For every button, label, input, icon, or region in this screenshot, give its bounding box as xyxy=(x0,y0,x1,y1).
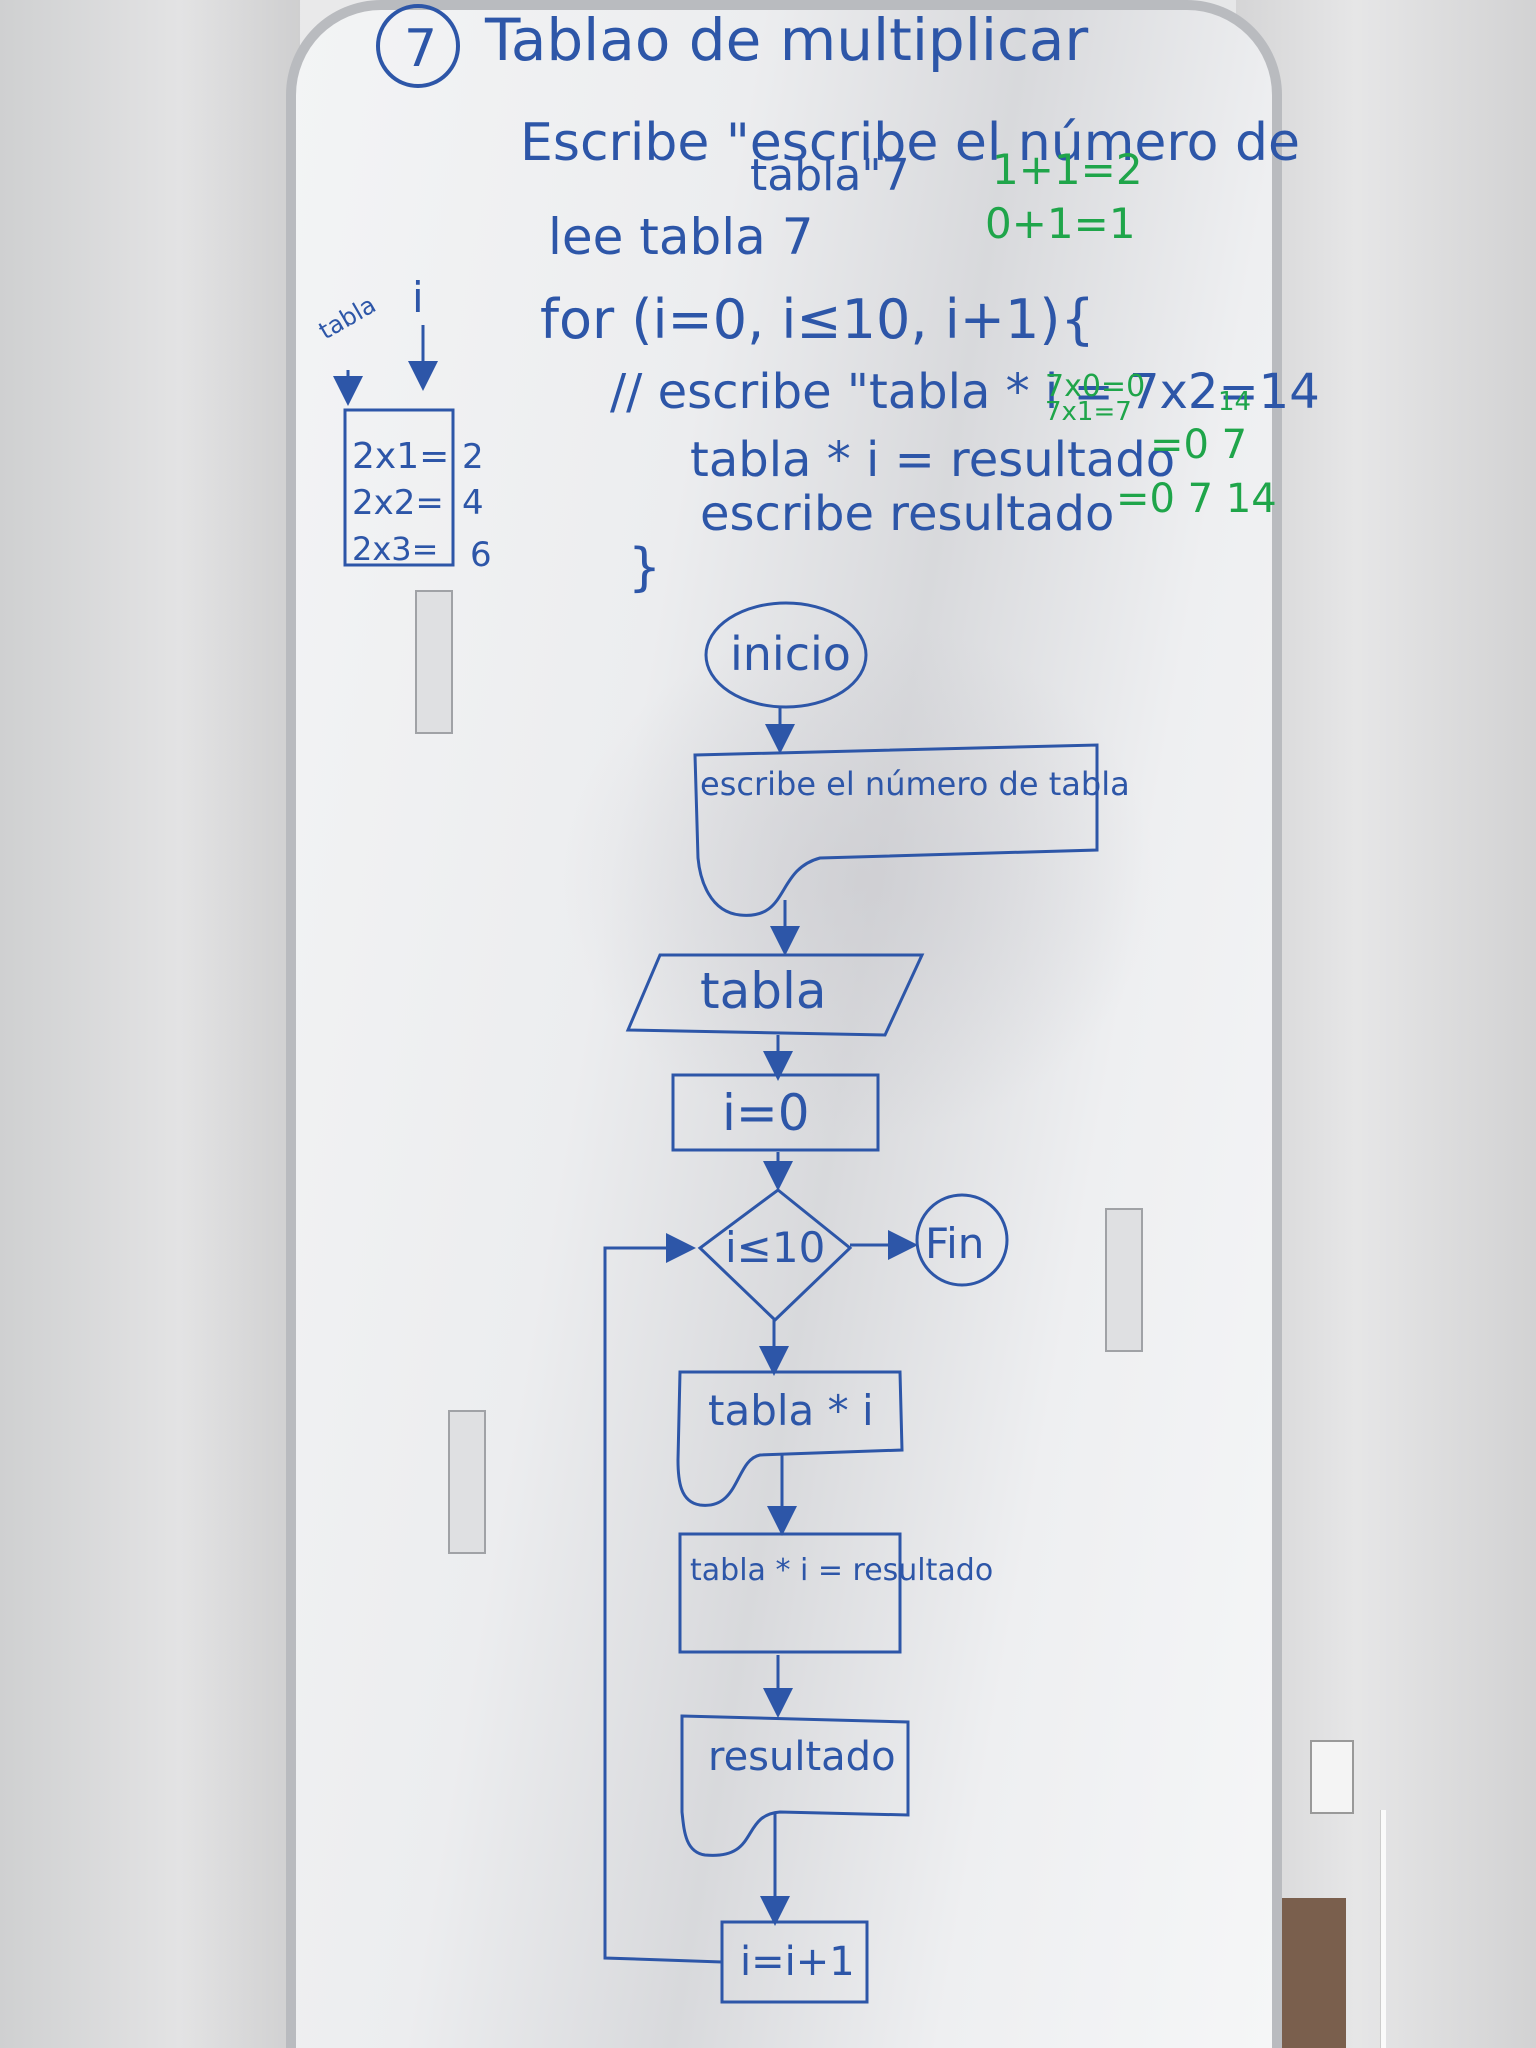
green-note: 0+1=1 xyxy=(985,199,1136,248)
side-result: 6 xyxy=(470,535,492,575)
flow-output3: resultado xyxy=(708,1734,896,1780)
flow-decision: i≤10 xyxy=(725,1223,825,1272)
wall-left xyxy=(0,0,300,2048)
flow-init: i=0 xyxy=(722,1084,810,1142)
flow-start-shape xyxy=(704,601,868,709)
side-label-i: i xyxy=(412,273,424,322)
wall-outlet xyxy=(1310,1740,1354,1814)
side-table-box xyxy=(343,408,455,567)
magnet-clip xyxy=(448,1410,486,1554)
side-row: 2x2= xyxy=(352,483,444,523)
header-title: Tablao de multiplicar xyxy=(484,6,1088,74)
flow-increment: i=i+1 xyxy=(740,1939,855,1985)
flow-process: tabla * i = resultado xyxy=(690,1553,993,1588)
green-note: 7x0=0 xyxy=(1045,369,1145,404)
flow-input: tabla xyxy=(700,962,827,1020)
flow-output1: escribe el número de tabla xyxy=(700,765,1130,803)
pseudo-line-7: escribe resultado xyxy=(700,486,1114,542)
flow-process-shape xyxy=(678,1532,902,1654)
magnet-clip xyxy=(415,590,453,734)
flow-output1-shape xyxy=(693,743,1099,917)
green-note: 7x1=7 xyxy=(1045,397,1132,427)
green-note: =0 7 14 xyxy=(1116,476,1277,522)
flow-output2-shape xyxy=(676,1370,904,1507)
flow-init-shape xyxy=(671,1073,880,1152)
flow-input-shape xyxy=(625,953,925,1037)
flow-loop-line xyxy=(603,1233,723,1964)
side-result: 2 xyxy=(462,437,484,477)
green-note: =0 7 xyxy=(1150,422,1247,468)
pseudo-line-4: for (i=0, i≤10, i+1){ xyxy=(540,288,1095,351)
green-note: 14 xyxy=(1218,387,1251,417)
number-circle xyxy=(376,4,460,88)
pseudo-line-1: Escribe "escribe el número de xyxy=(520,113,1300,173)
flow-end-shape xyxy=(915,1193,1009,1287)
pseudo-line-5: // escribe "tabla * i = 7x2=14 xyxy=(610,364,1320,420)
flow-output3-shape xyxy=(680,1714,910,1857)
side-result: 4 xyxy=(462,483,484,523)
flow-output2: tabla * i xyxy=(708,1386,874,1435)
wall-right xyxy=(1236,0,1536,2048)
flow-start: inicio xyxy=(730,627,851,681)
header-number: 7 xyxy=(404,19,437,79)
light-glare xyxy=(560,620,1160,1140)
pseudo-line-8: } xyxy=(628,538,661,598)
flow-end: Fin xyxy=(925,1219,984,1268)
pseudo-line-2: tabla"7 xyxy=(750,150,910,201)
power-cable xyxy=(1380,1810,1386,2048)
pseudo-line-6: tabla * i = resultado xyxy=(690,432,1175,488)
pseudo-line-3: lee tabla 7 xyxy=(548,208,814,266)
side-label-tabla: tabla xyxy=(314,291,381,346)
side-row: 2x3= xyxy=(352,530,438,568)
magnet-clip xyxy=(1105,1208,1143,1352)
side-row: 2x1= xyxy=(352,436,449,477)
green-note: 1+1=2 xyxy=(992,145,1143,194)
